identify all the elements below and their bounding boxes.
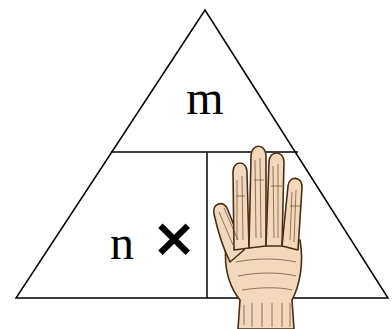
multiply-sign: ×: [151, 211, 196, 265]
quantity-symbol: m: [186, 74, 223, 122]
formula-cell: m: [178, 66, 231, 130]
quantity-symbol: n: [110, 219, 134, 267]
divider-line: [206, 152, 208, 298]
triangle-outline: [16, 10, 388, 298]
formula-cell: n: [102, 211, 142, 275]
hand-picture: [214, 146, 302, 329]
divider-line: [111, 151, 298, 153]
